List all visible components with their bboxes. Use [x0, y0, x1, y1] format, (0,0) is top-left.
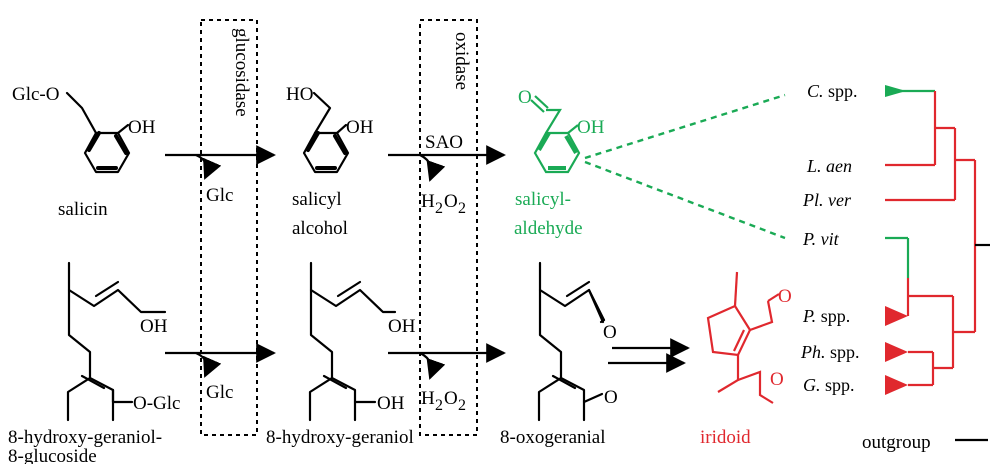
- glc-o-group: Glc-O: [12, 84, 59, 105]
- glucosidase-box: glucosidase: [200, 19, 258, 436]
- oxogeranial-label: 8-oxogeranial: [500, 427, 606, 448]
- svg-text:O: O: [444, 191, 458, 212]
- aldehyde-o: O: [778, 286, 792, 307]
- salicylaldehyde-label-2: aldehyde: [514, 218, 583, 239]
- sao-label: SAO: [425, 132, 463, 153]
- glc-byproduct-bottom: Glc: [206, 382, 233, 403]
- svg-text:2: 2: [435, 397, 443, 414]
- clade-marker-p: [885, 306, 908, 326]
- clade-marker-g: [885, 375, 908, 395]
- green-mapping-lines: [584, 93, 786, 240]
- glc-byproduct-top: Glc: [206, 185, 233, 206]
- oxidase-box: oxidase: [419, 19, 478, 436]
- oh-group: OH: [140, 316, 168, 337]
- sao-arrow-top: SAO H 2 O 2: [388, 132, 506, 217]
- salicyl-alcohol-structure: HO OH salicyl alcohol: [286, 84, 374, 239]
- aldehyde-o: O: [770, 369, 784, 390]
- oh-group: OH: [388, 316, 416, 337]
- svg-text:2: 2: [458, 397, 466, 414]
- salicyl-alcohol-label-1: salicyl: [292, 189, 342, 210]
- glucosidase-arrow-top: Glc: [165, 145, 276, 206]
- oh-group: OH: [377, 393, 405, 414]
- salicylaldehyde-label-1: salicyl-: [515, 189, 571, 210]
- oxidase-label: oxidase: [451, 32, 472, 90]
- cyclization-arrows: [608, 338, 690, 373]
- clade-marker-ph: [885, 342, 908, 362]
- h2o2-byproduct-top: H 2 O 2: [421, 191, 466, 217]
- oxidase-arrow-bottom: H 2 O 2: [388, 343, 506, 414]
- svg-text:2: 2: [458, 200, 466, 217]
- oh-group: OH: [128, 117, 156, 138]
- taxon-g-spp: G. spp.: [803, 375, 855, 395]
- glucosidase-arrow-bottom: Glc: [165, 343, 276, 403]
- outgroup-label: outgroup: [862, 432, 931, 453]
- oh-group: OH: [346, 117, 374, 138]
- salicin-label: salicin: [58, 199, 108, 220]
- phylogenetic-tree: C. spp. L. aen Pl. ver P. vit P. spp. Ph…: [800, 81, 990, 453]
- svg-text:O: O: [444, 388, 458, 409]
- h2o2-byproduct-bottom: H 2 O 2: [421, 388, 466, 414]
- taxon-l-aen: L. aen: [806, 156, 852, 176]
- oxogeranial-structure: O O 8-oxogeranial: [500, 261, 618, 448]
- taxon-c-spp: C. spp.: [807, 81, 858, 101]
- aldehyde-o: O: [604, 387, 618, 408]
- aldehyde-o: O: [603, 322, 617, 343]
- glucosidase-label: glucosidase: [231, 28, 252, 117]
- aldehyde-o: O: [518, 87, 532, 108]
- oh-group: OH: [577, 117, 605, 138]
- hydroxy-geraniol-label: 8-hydroxy-geraniol: [266, 427, 414, 448]
- o-glc-group: O-Glc: [133, 393, 180, 414]
- ho-group: HO: [286, 84, 313, 105]
- hydroxy-geraniol-structure: OH OH 8-hydroxy-geraniol: [266, 261, 416, 448]
- taxon-ph-spp: Ph. spp.: [800, 342, 860, 362]
- iridoid-structure: O O iridoid: [700, 271, 792, 448]
- iridoid-label: iridoid: [700, 427, 751, 448]
- svg-text:2: 2: [435, 200, 443, 217]
- hydroxy-geraniol-glucoside-label-2: 8-glucoside: [8, 446, 97, 464]
- salicin-structure: Glc-O OH salicin: [12, 84, 156, 220]
- salicyl-alcohol-label-2: alcohol: [292, 218, 348, 239]
- hydroxy-geraniol-glucoside-label-1: 8-hydroxy-geraniol-: [8, 427, 162, 448]
- taxon-p-spp: P. spp.: [802, 306, 850, 326]
- taxon-pl-ver: Pl. ver: [802, 190, 852, 210]
- hydroxy-geraniol-glucoside-structure: OH O-Glc 8-hydroxy-geraniol- 8-glucoside: [8, 261, 180, 467]
- salicylaldehyde-structure: O OH salicyl- aldehyde: [514, 87, 605, 239]
- taxon-p-vit: P. vit: [802, 229, 840, 249]
- svg-text:H: H: [421, 388, 435, 409]
- svg-text:H: H: [421, 191, 435, 212]
